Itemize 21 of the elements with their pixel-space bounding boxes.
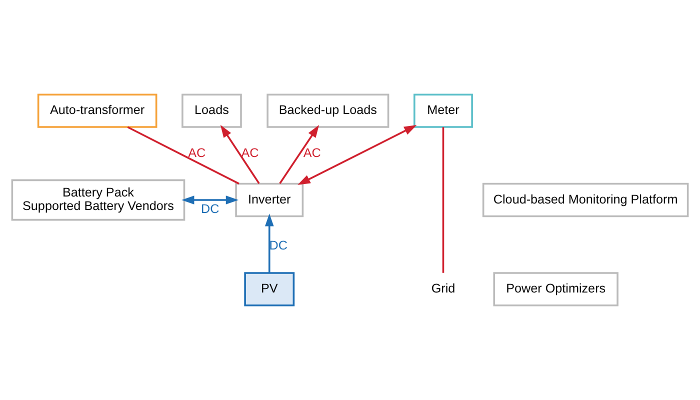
- node-box: Cloud-based Monitoring Platform: [482, 182, 689, 218]
- arrow: [279, 124, 320, 184]
- node-box: Battery Pack Supported Battery Vendors: [11, 179, 186, 221]
- edge-label: AC: [188, 146, 206, 160]
- edge-label: DC: [201, 202, 220, 216]
- arrow: [298, 125, 417, 185]
- arrow: [220, 124, 260, 184]
- connector: [127, 126, 240, 184]
- edge-label: AC: [303, 146, 321, 160]
- node-box: Backed-up Loads: [266, 94, 390, 128]
- node-box: PV: [244, 272, 295, 306]
- node-box: Auto-transformer: [37, 94, 158, 128]
- node-box: Power Optimizers: [493, 272, 618, 306]
- node-box: Meter: [414, 94, 473, 128]
- arrow: [264, 214, 274, 273]
- node-text: Grid: [431, 282, 456, 296]
- edge-label: AC: [241, 146, 259, 160]
- arrow: [182, 196, 239, 204]
- node-box: Inverter: [235, 182, 304, 218]
- connector: [442, 127, 444, 273]
- node-box: Loads: [182, 94, 242, 128]
